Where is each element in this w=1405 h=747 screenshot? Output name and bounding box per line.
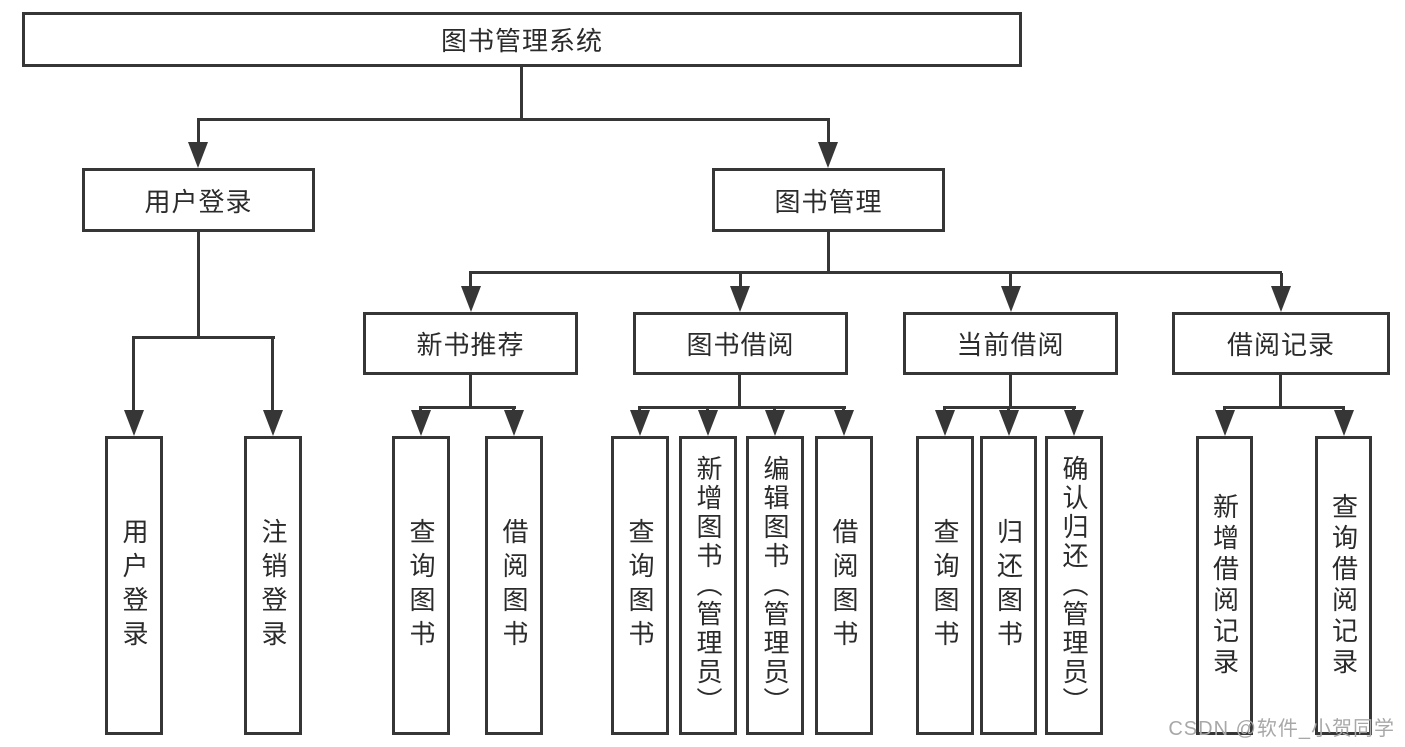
leaf-edit-books-admin: 编辑图书（管理员） xyxy=(746,436,804,735)
arrowhead-to-leaf-add-record xyxy=(1215,410,1235,436)
connector-user-login-rail xyxy=(132,336,275,339)
arrowhead-to-leaf-confirm-return xyxy=(1064,410,1084,436)
connector-level3-rail xyxy=(469,271,1282,274)
connector-new-book-drop xyxy=(469,375,472,408)
arrowhead-to-leaf-edit-books xyxy=(765,410,785,436)
connector-borrow-records-drop xyxy=(1279,375,1282,408)
connector-level2-rail xyxy=(197,118,830,121)
connector-to-current-borrow xyxy=(1009,273,1012,288)
leaf-query-borrow-record: 查询借阅记录 xyxy=(1315,436,1372,735)
arrowhead-to-book-management xyxy=(818,142,838,168)
watermark-text: CSDN @软件_小贺同学 xyxy=(1168,718,1395,740)
connector-user-login-drop xyxy=(197,232,200,338)
leaf-label: 编辑图书（管理员） xyxy=(760,455,790,716)
arrowhead-to-user-login xyxy=(188,142,208,168)
connector-root-drop xyxy=(520,67,523,118)
arrowhead-to-leaf-query-record xyxy=(1334,410,1354,436)
node-new-book-recommendation: 新书推荐 xyxy=(363,312,578,375)
leaf-label: 新增图书（管理员） xyxy=(693,455,723,716)
connector-to-book-borrow xyxy=(739,273,742,288)
node-borrowing-records: 借阅记录 xyxy=(1172,312,1390,375)
connector-book-management-drop xyxy=(827,232,830,273)
leaf-query-books-2: 查询图书 xyxy=(611,436,669,735)
leaf-label: 查询借阅记录 xyxy=(1328,492,1359,679)
leaf-add-books-admin: 新增图书（管理员） xyxy=(679,436,737,735)
arrowhead-to-book-borrow xyxy=(730,286,750,312)
leaf-user-login: 用户登录 xyxy=(105,436,163,735)
leaf-return-books: 归还图书 xyxy=(980,436,1037,735)
node-book-management: 图书管理 xyxy=(712,168,945,232)
leaf-label: 用户登录 xyxy=(119,517,149,654)
arrowhead-to-leaf-add-books xyxy=(698,410,718,436)
leaf-add-borrow-record: 新增借阅记录 xyxy=(1196,436,1253,735)
leaf-query-books-1: 查询图书 xyxy=(392,436,450,735)
connector-new-book-rail xyxy=(419,406,516,409)
leaf-label: 新增借阅记录 xyxy=(1209,492,1240,679)
leaf-query-books-3: 查询图书 xyxy=(916,436,974,735)
node-library-management-system: 图书管理系统 xyxy=(22,12,1022,67)
arrowhead-to-current-borrow xyxy=(1001,286,1021,312)
leaf-label: 注销登录 xyxy=(258,517,288,654)
leaf-logout: 注销登录 xyxy=(244,436,302,735)
node-current-borrowing: 当前借阅 xyxy=(903,312,1118,375)
node-user-login: 用户登录 xyxy=(82,168,315,232)
leaf-borrow-books-2: 借阅图书 xyxy=(815,436,873,735)
leaf-label: 确认归还（管理员） xyxy=(1059,455,1089,716)
leaf-borrow-books-1: 借阅图书 xyxy=(485,436,543,735)
arrowhead-to-leaf-borrow-books-2 xyxy=(834,410,854,436)
leaf-label: 借阅图书 xyxy=(499,517,529,654)
arrowhead-to-new-book xyxy=(461,286,481,312)
leaf-label: 查询图书 xyxy=(625,517,655,654)
leaf-confirm-return-admin: 确认归还（管理员） xyxy=(1045,436,1103,735)
arrowhead-to-leaf-query-books-3 xyxy=(935,410,955,436)
connector-book-borrow-rail xyxy=(638,406,846,409)
connector-to-user-login xyxy=(197,120,200,144)
node-book-borrowing: 图书借阅 xyxy=(633,312,848,375)
arrowhead-to-leaf-user-login xyxy=(124,410,144,436)
leaf-label: 查询图书 xyxy=(406,517,436,654)
arrowhead-to-leaf-logout xyxy=(263,410,283,436)
leaf-label: 查询图书 xyxy=(930,517,960,654)
arrowhead-to-leaf-return-books xyxy=(999,410,1019,436)
connector-to-borrow-records xyxy=(1280,273,1283,288)
leaf-label: 借阅图书 xyxy=(829,517,859,654)
connector-to-book-management xyxy=(827,120,830,144)
connector-to-leaf-user-login xyxy=(132,338,135,412)
connector-to-new-book xyxy=(469,273,472,288)
arrowhead-to-borrow-records xyxy=(1271,286,1291,312)
connector-current-borrow-drop xyxy=(1009,375,1012,408)
connector-to-leaf-logout xyxy=(271,338,274,412)
connector-book-borrow-drop xyxy=(738,375,741,408)
connector-borrow-records-rail xyxy=(1223,406,1345,409)
arrowhead-to-leaf-borrow-books-1 xyxy=(504,410,524,436)
arrowhead-to-leaf-query-books-2 xyxy=(630,410,650,436)
arrowhead-to-leaf-query-books-1 xyxy=(411,410,431,436)
leaf-label: 归还图书 xyxy=(993,517,1024,654)
